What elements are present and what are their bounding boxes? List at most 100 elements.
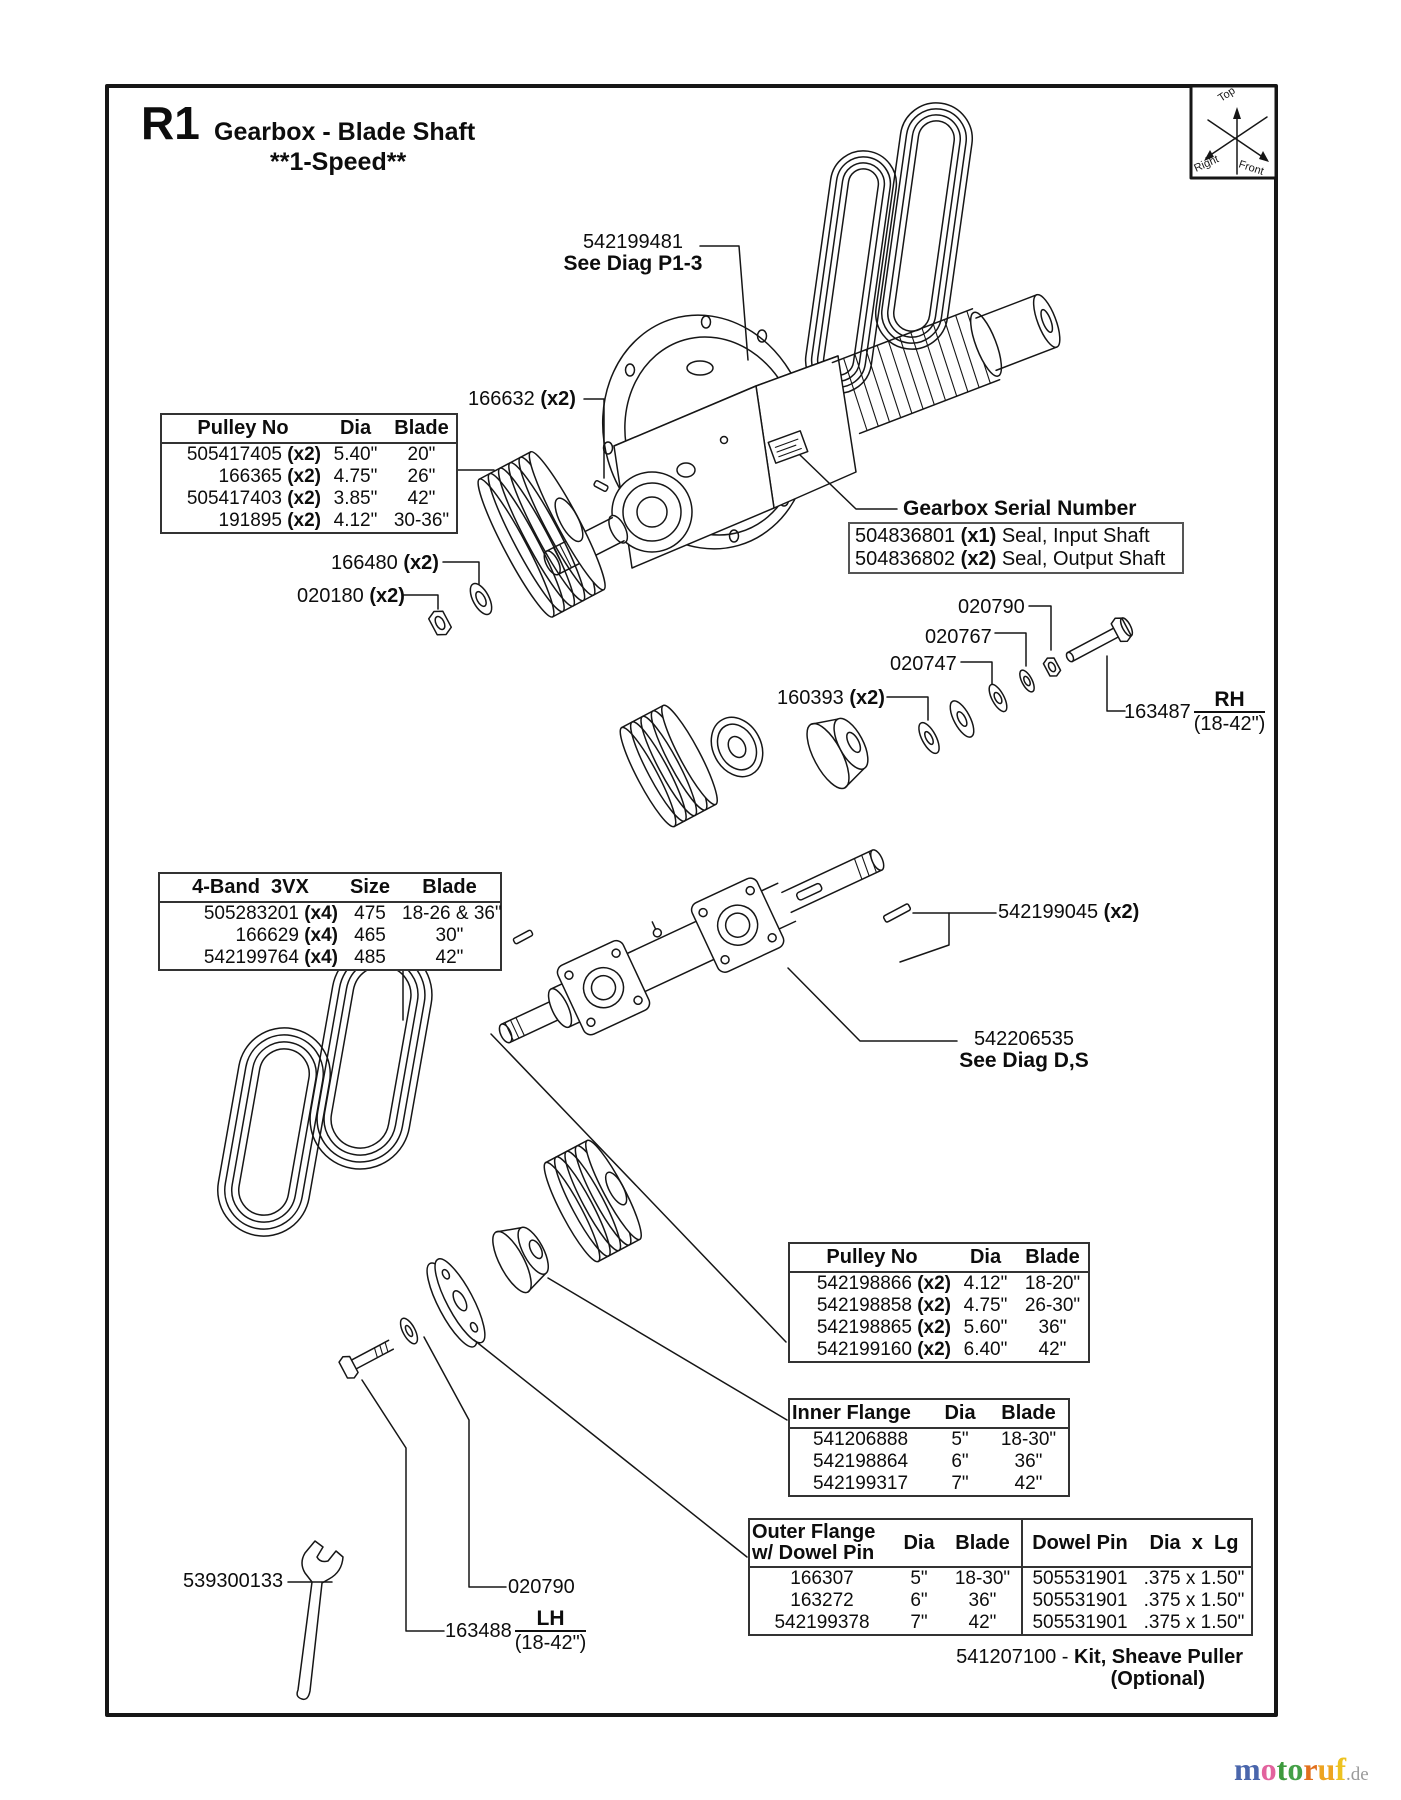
table-row: 542199378 7" 42" 505531901 .375 x 1.50" [774,1612,1245,1635]
part-description: Seal, Output Shaft [1001,548,1166,570]
col-band: 4-Band 3VX [159,873,341,903]
belt-table: 4-Band 3VX Size Blade 505283201 (x4) 475… [158,872,502,971]
table-row: 541206888 5"18-30" [812,1429,1057,1450]
table-row: 166365 (x2) 4.75"26" [218,466,436,487]
diagram-reference: See Diag D,S [959,1049,1089,1072]
table-row: 542198864 6"36" [812,1451,1043,1472]
part-number: 160393 [777,687,844,709]
serial-number-plate [767,430,809,464]
grooved-pulley-top [477,450,606,618]
input-pulley-hardware [427,450,606,636]
logo-letter: t [1276,1751,1288,1787]
part-description: Seal, Input Shaft [1001,525,1150,547]
blade-shaft-housing [498,849,912,1044]
pillow-block-right [690,877,785,973]
logo-letter: u [1317,1751,1336,1787]
inner-flange-table: Inner Flange Dia Blade 541206888 5"18-30… [788,1398,1070,1497]
col-blade: Blade [387,414,457,444]
seal-info-box: 504836801 (x1) Seal, Input Shaft 5048368… [848,522,1184,574]
callout-163488: 163488 LH (18-42") [445,1608,587,1654]
quantity: (x2) [1103,901,1140,923]
quantity: (x2) [849,687,885,709]
orientation-compass-icon: Top Right Front [1189,84,1278,180]
quantity: (x2) [403,552,439,574]
table-row: 191895 (x2) 4.12"30-36" [218,510,450,531]
part-number: 163487 [1124,701,1191,723]
optional-flag: (Optional) [1110,1668,1205,1690]
callout-020790-lower: 020790 [508,1576,575,1598]
table-row: 542199317 7"42" [812,1473,1043,1494]
callout-020790: 020790 [958,596,1025,618]
pin-166632-part [593,480,609,492]
quantity: (x2) [540,388,576,410]
quantity: (x2) [960,548,997,570]
grooved-pulley-bottom [543,1139,642,1263]
hand-size-note: RH (18-42") [1193,689,1266,735]
callout-542199481: 542199481 See Diag P1-3 [562,231,704,275]
part-number: 166480 [331,552,398,574]
table-header-row: Outer Flange w/ Dowel Pin Dia Blade Dowe… [749,1519,1252,1568]
table-row: 542198866 (x2) 4.12"18-20" [816,1273,1081,1294]
hand-label: RH [1193,689,1266,713]
spacer-160393-part-2 [949,700,975,738]
gearbox-assembly [543,293,1061,576]
gearbox-output-yoke [543,471,693,576]
seal-row: 504836802 (x2) Seal, Output Shaft [855,548,1177,571]
table-row: 163272 6" 36" 505531901 .375 x 1.50" [790,1590,1245,1612]
outer-flange-table: Outer Flange w/ Dowel Pin Dia Blade Dowe… [748,1518,1253,1636]
grooved-pulley-mid [619,704,718,828]
table-row: 542198865 (x2) 5.60"36" [816,1317,1067,1338]
table-header-row: 4-Band 3VX Size Blade [159,873,501,903]
hand-size-note: LH (18-42") [514,1608,587,1654]
key-542199045-part [882,903,912,923]
pulley-table-top: Pulley No Dia Blade 505417405 (x2) 5.40"… [160,413,458,534]
output-pulley-stack [338,1139,642,1379]
label-gearbox-serial: Gearbox Serial Number [903,497,1137,520]
table-row: 542198858 (x2) 4.75"26-30" [816,1295,1081,1316]
page-border [105,84,1278,1717]
washer-020747-part [988,683,1008,713]
col-blade: Blade [989,1399,1069,1429]
page-code: R1 [141,97,200,149]
spacer-160393-part [918,721,940,755]
logo-letter: o [1260,1751,1277,1787]
leader-lines [287,245,1126,1632]
col-blade: Blade [1017,1243,1089,1273]
seal-row: 504836801 (x1) Seal, Input Shaft [855,525,1177,548]
col-outer-flange: Outer Flange w/ Dowel Pin [749,1519,894,1568]
size-range: (18-42") [1193,713,1266,735]
callout-160393: 160393 (x2) [777,687,885,709]
part-number: 504836801 [855,525,956,547]
col-dia: Dia [954,1243,1017,1273]
part-number: 542199481 [582,231,684,253]
col-dia: Dia [324,414,387,444]
nut-020790-part [1042,657,1062,677]
callout-020180: 020180 (x2) [297,585,405,607]
col-pulley-no: Pulley No [161,414,324,444]
gearbox-input-shaft [831,293,1061,435]
kit-note: 541207100 - Kit, Sheave Puller (Optional… [953,1646,1243,1690]
table-row: 542199160 (x2) 6.40"42" [816,1339,1067,1360]
callout-166480: 166480 (x2) [331,552,439,574]
callout-020747: 020747 [890,653,957,675]
washer-020767-part [1019,669,1035,693]
wrench-part [296,1540,344,1701]
col-dia: Dia [894,1519,944,1568]
part-number: 541207100 - [956,1646,1069,1668]
washer-166480-part [469,582,493,616]
part-number: 020180 [297,585,364,607]
table-row: 505417405 (x2) 5.40"20" [186,444,436,465]
part-number: 163488 [445,1620,512,1642]
bolt-163488-part [338,1339,395,1379]
logo-letter: o [1287,1751,1304,1787]
diagram-reference: See Diag P1-3 [563,252,703,275]
size-range: (18-42") [514,1632,587,1654]
quantity: (x1) [960,525,997,547]
inner-flange-part [492,1226,550,1294]
belt-pair-top-right [804,102,973,394]
bearing-part [710,716,764,778]
table-row: 505417403 (x2) 3.85"42" [186,488,436,509]
col-dowel-pin: Dowel Pin [1021,1519,1137,1568]
